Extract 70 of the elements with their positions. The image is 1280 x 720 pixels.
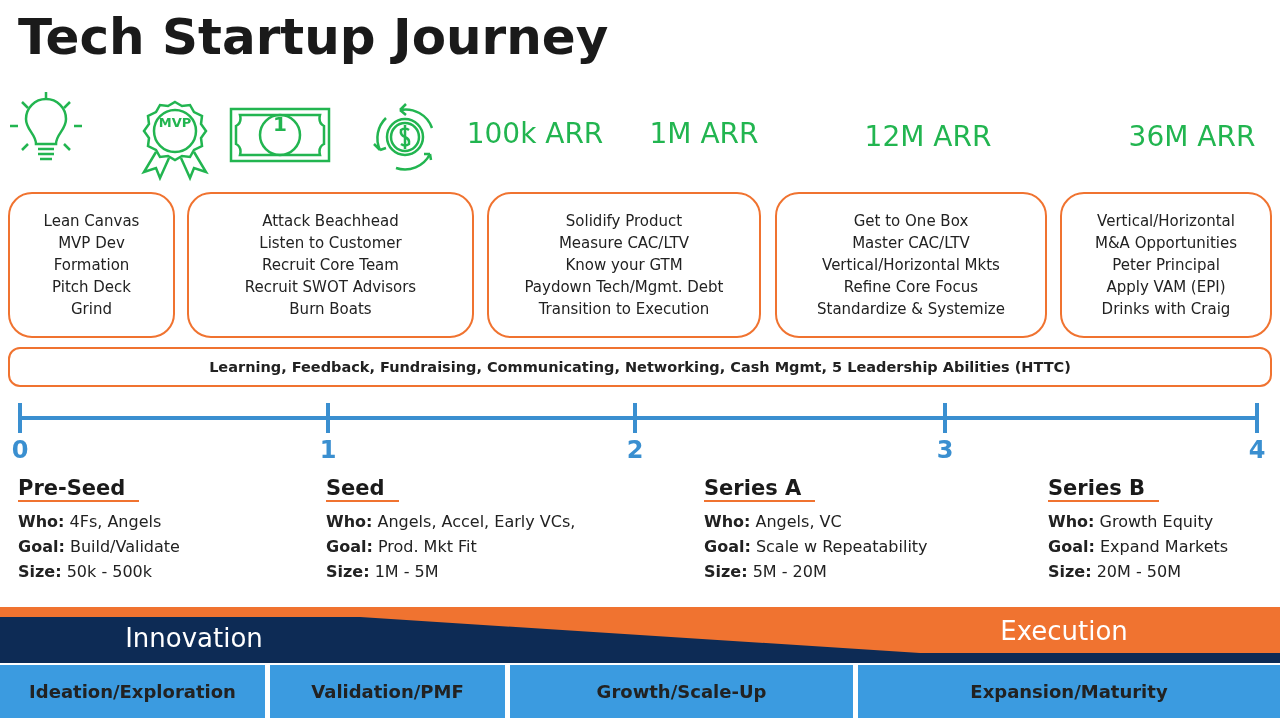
task-item: Refine Core Focus [843,277,979,298]
stage-card [8,192,175,338]
phase-label: Growth/Scale-Up [596,680,767,703]
task-item: Vertical/Horizontal [1097,211,1235,232]
task-item: Burn Boats [289,299,372,320]
funding-detail: Size: 1M - 5M [326,562,439,581]
funding-detail: Goal: Expand Markets [1048,537,1229,556]
task-item: Vertical/Horizontal Mkts [822,255,1000,276]
task-item: Formation [53,255,130,276]
task-item: Solidify Product [565,211,683,232]
funding-detail: Goal: Prod. Mkt Fit [326,537,477,556]
funding-stage-title: Seed [326,476,399,502]
arr-milestone: 100k ARR [466,116,604,150]
task-item: Attack Beachhead [262,211,399,232]
task-item: Recruit SWOT Advisors [244,277,417,298]
arr-milestone: 1M ARR [649,116,759,150]
title: Tech Startup Journey [18,8,609,66]
task-item: Get to One Box [853,211,969,232]
funding-stage-title: Series B [1048,476,1159,502]
funding-detail: Who: 4Fs, Angels [18,512,162,531]
tick-label: 2 [626,436,644,464]
tick-label: 4 [1248,436,1266,464]
task-item: Lean Canvas [43,211,140,232]
funding-detail: Size: 20M - 50M [1048,562,1181,581]
task-item: Peter Principal [1112,255,1220,276]
icon-label: MVP [158,114,192,130]
task-item: Paydown Tech/Mgmt. Debt [524,277,724,298]
icon-label: 1 [273,112,287,136]
funding-detail: Who: Growth Equity [1048,512,1214,531]
funding-detail: Who: Angels, VC [704,512,842,531]
task-item: Recruit Core Team [262,255,399,276]
phase-label: Expansion/Maturity [970,680,1168,703]
band-label: Innovation [125,623,263,653]
phase-bar [270,665,505,718]
funding-stage-title: Pre-Seed [18,476,140,502]
task-item: Grind [71,299,112,320]
stage-card [775,192,1047,338]
task-item: MVP Dev [58,233,125,254]
funding-detail: Size: 50k - 500k [18,562,153,581]
band-label: Execution [1000,616,1128,646]
stage-card [187,192,474,338]
funding-stage-title: Series A [704,476,816,502]
task-item: Drinks with Craig [1101,299,1231,320]
stage-card [487,192,761,338]
task-item: Pitch Deck [52,277,131,298]
funding-detail: Who: Angels, Accel, Early VCs, [326,512,576,531]
task-item: Listen to Customer [259,233,402,254]
arr-milestone: 36M ARR [1128,119,1256,153]
task-item: Measure CAC/LTV [558,233,690,254]
funding-detail: Goal: Scale w Repeatability [704,537,928,556]
tick-label: 3 [936,436,954,464]
skills-bar [8,347,1272,387]
skills-text: Learning, Feedback, Fundraising, Communicating, Networking, Cash Mgmt, 5 Leadership Abilities (HTTC) [209,358,1071,377]
task-item: Standardize & Systemize [817,299,1005,320]
stage-card [1060,192,1272,338]
arr-milestone: 12M ARR [864,119,992,153]
task-item: M&A Opportunities [1095,233,1237,254]
funding-detail: Size: 5M - 20M [704,562,827,581]
funding-detail: Goal: Build/Validate [18,537,180,556]
phase-bar [0,665,265,718]
task-item: Apply VAM (EPI) [1106,277,1226,298]
phase-bar [510,665,853,718]
task-item: Transition to Execution [538,299,710,320]
tick-label: 1 [319,436,337,464]
task-item: Know your GTM [565,255,683,276]
task-item: Master CAC/LTV [852,233,970,254]
phase-bar [858,665,1280,718]
tick-label: 0 [11,436,29,464]
phase-label: Ideation/Exploration [29,680,236,703]
phase-label: Validation/PMF [311,680,464,703]
